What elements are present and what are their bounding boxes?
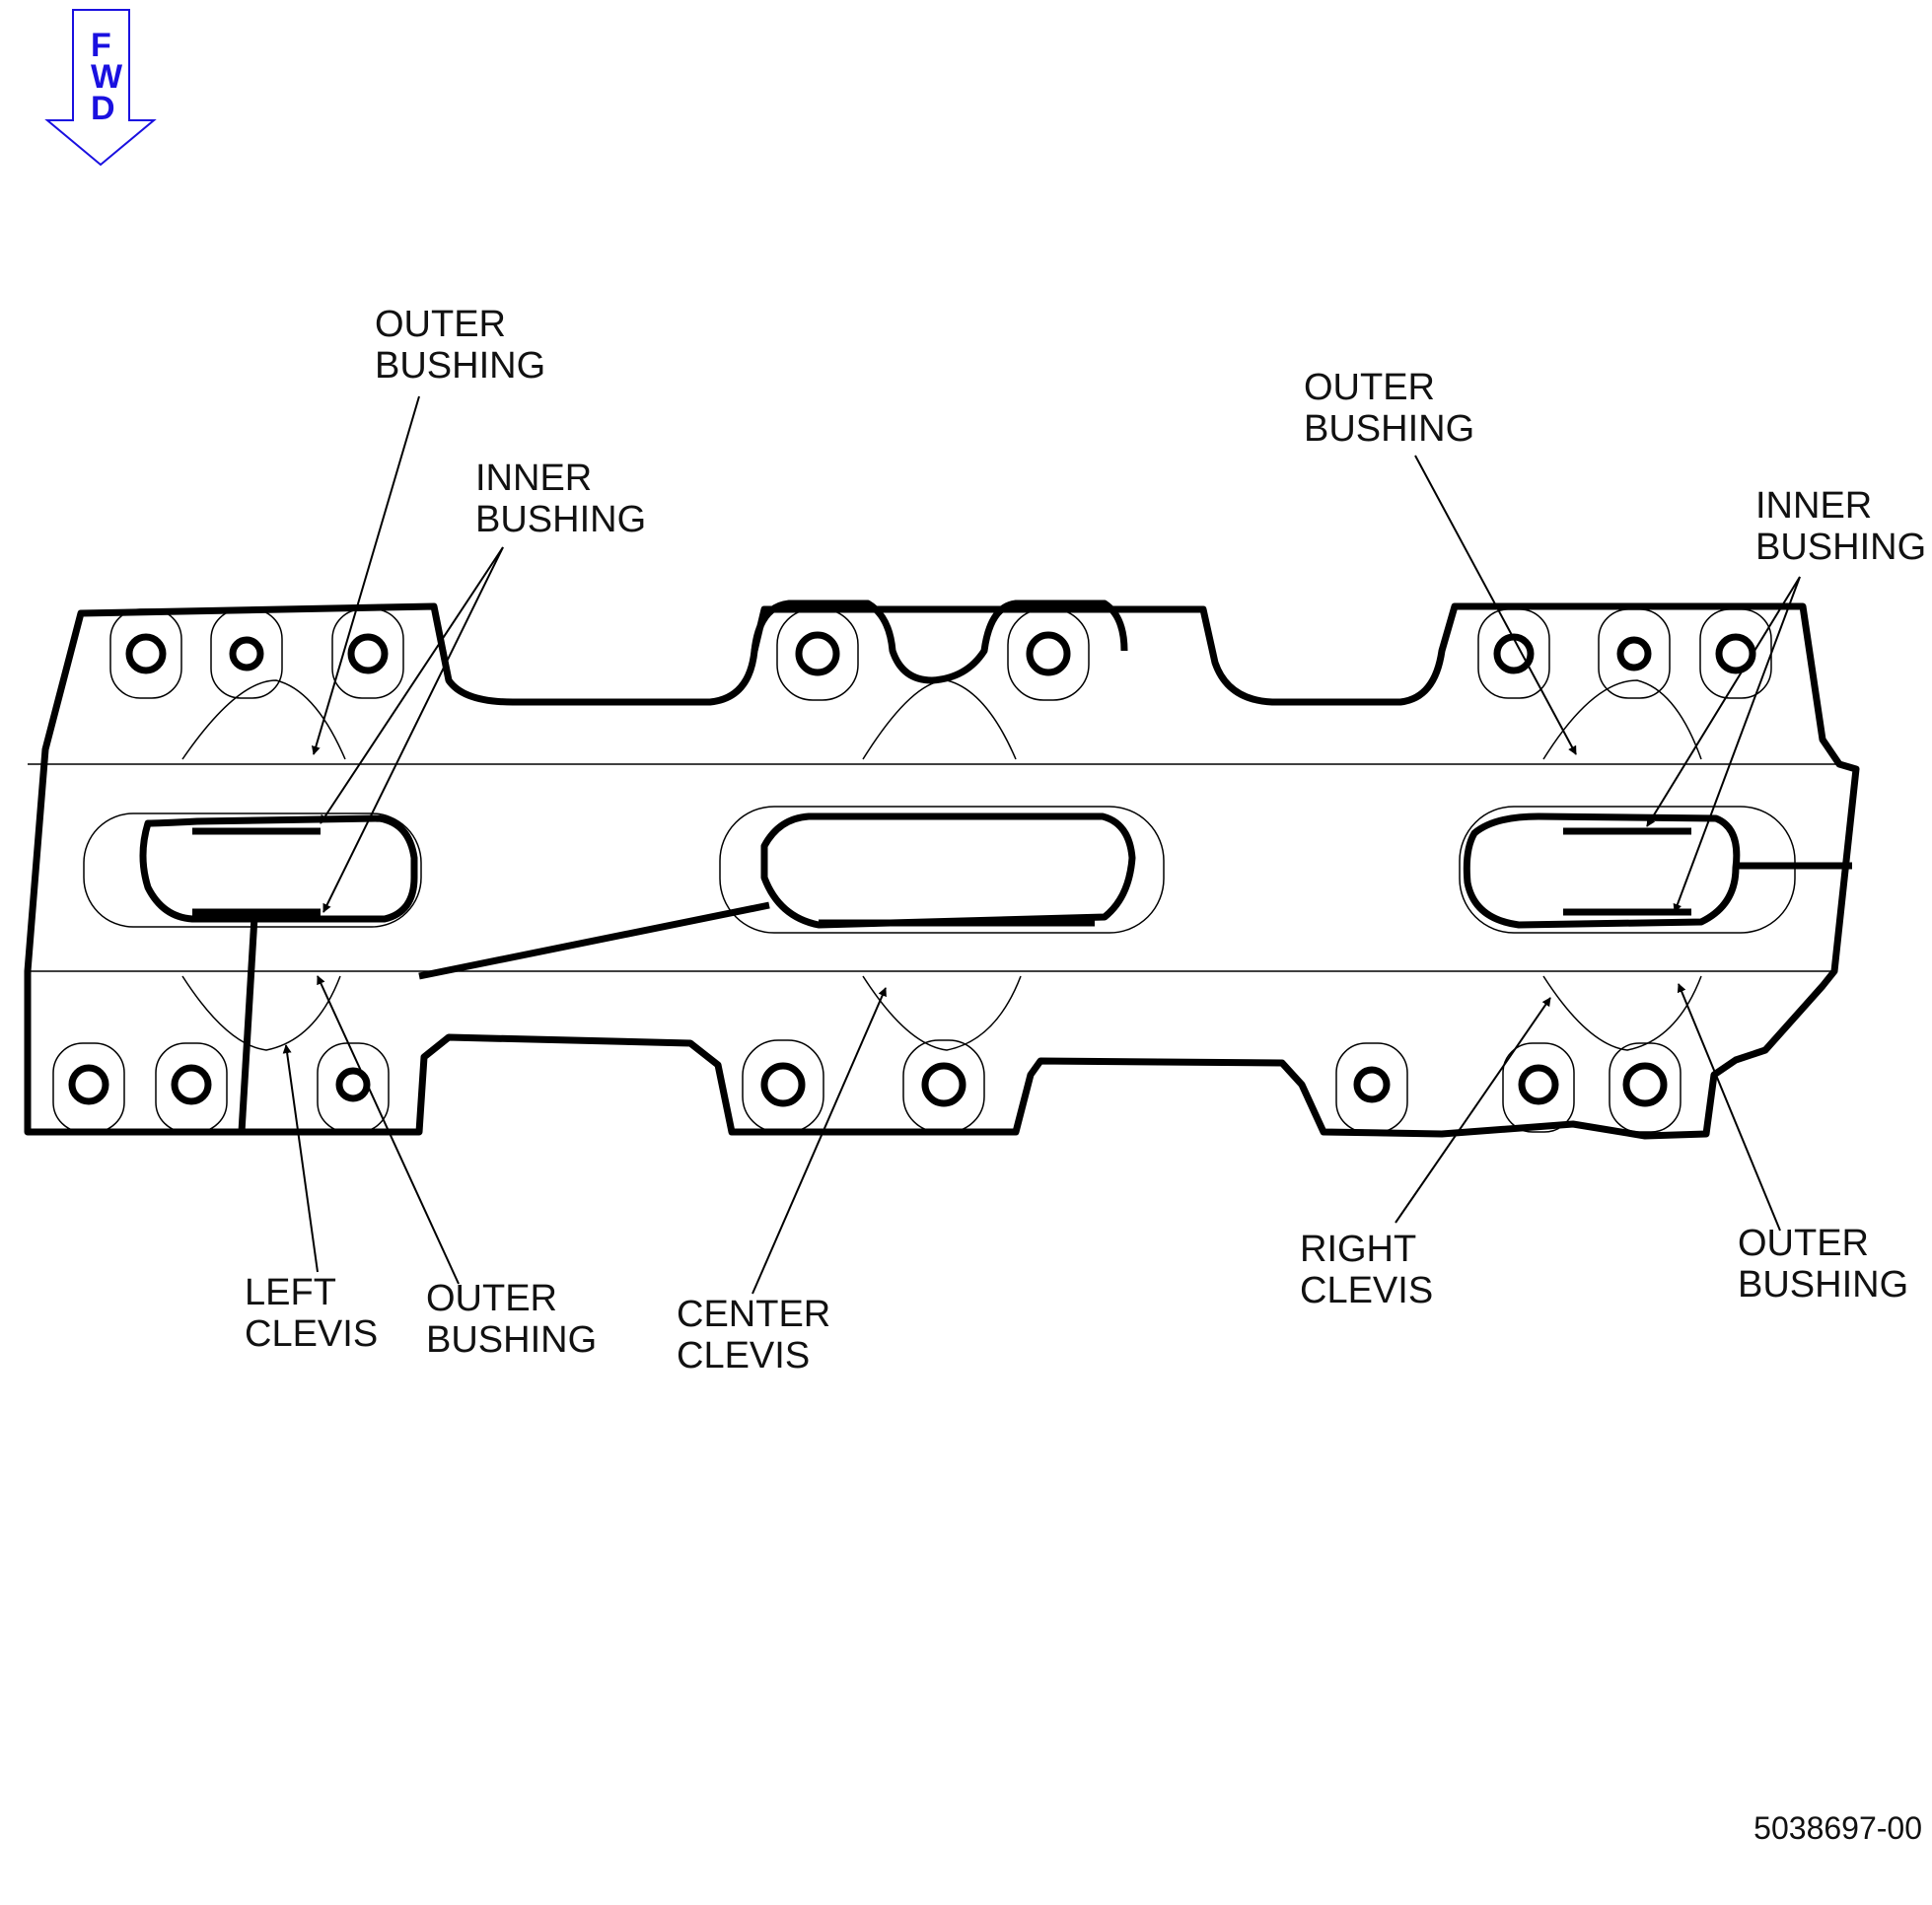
callout-line: OUTER: [1304, 367, 1435, 408]
bolt-hole: [1493, 633, 1535, 674]
leader-center-clevis: [751, 987, 887, 1295]
center-slot: [760, 812, 1136, 929]
callout-line: INNER: [475, 458, 593, 499]
fwd-arrow-icon: [44, 9, 157, 167]
callout-outer-bushing-bottom-left: OUTER BUSHING: [426, 1278, 597, 1361]
callout-line: LEFT: [245, 1272, 336, 1313]
bolt-hole: [760, 1062, 806, 1107]
callout-line: BUSHING: [1304, 408, 1475, 450]
document-number: 5038697-00: [1753, 1810, 1922, 1846]
bolt-hole: [795, 631, 840, 676]
callout-right-clevis: RIGHT CLEVIS: [1300, 1229, 1433, 1311]
callout-line: CLEVIS: [1300, 1270, 1434, 1311]
callout-line: BUSHING: [426, 1319, 598, 1361]
leader-left-clevis: [282, 1044, 319, 1273]
leader-outer-bushing-bottom-left: [317, 975, 460, 1285]
leader-outer-bushing-top-left: [311, 395, 420, 755]
leader-outer-bushing-bottom-right: [1677, 983, 1781, 1232]
bolt-hole: [1622, 1062, 1668, 1107]
callout-line: BUSHING: [1755, 527, 1927, 568]
bolt-hole: [1616, 636, 1652, 671]
callout-line: RIGHT: [1300, 1229, 1417, 1270]
callout-inner-bushing-right: INNER BUSHING: [1755, 485, 1926, 568]
callout-line: CLEVIS: [677, 1335, 811, 1376]
leader-inner-bushing-left-b: [322, 546, 504, 913]
callout-line: OUTER: [1738, 1223, 1869, 1264]
bolt-hole: [125, 633, 167, 674]
bolt-hole: [1353, 1066, 1391, 1103]
bolt-hole: [229, 636, 264, 671]
callout-line: INNER: [1755, 485, 1873, 527]
bolt-hole: [171, 1064, 212, 1105]
callout-inner-bushing-left: INNER BUSHING: [475, 458, 646, 540]
leader-inner-bushing-right-b: [1673, 576, 1801, 913]
callout-center-clevis: CENTER CLEVIS: [677, 1294, 830, 1376]
bolt-hole: [921, 1062, 966, 1107]
fwd-letter-f: F: [91, 27, 111, 64]
callout-line: BUSHING: [1738, 1264, 1909, 1305]
bolt-hole: [68, 1064, 109, 1105]
fwd-letter-w: W: [91, 58, 123, 96]
bolt-hole: [347, 633, 389, 674]
callout-line: CLEVIS: [245, 1313, 379, 1355]
callout-outer-bushing-top-right: OUTER BUSHING: [1304, 367, 1474, 450]
bolt-hole: [1026, 631, 1071, 676]
callout-outer-bushing-top-left: OUTER BUSHING: [375, 304, 545, 387]
leader-inner-bushing-right-a: [1646, 576, 1801, 827]
right-slot: [1463, 812, 1741, 929]
callout-line: CENTER: [677, 1294, 831, 1335]
callout-line: BUSHING: [375, 345, 546, 387]
bolt-hole: [1518, 1064, 1559, 1105]
callout-line: BUSHING: [475, 499, 647, 540]
leader-right-clevis: [1395, 997, 1551, 1224]
bolt-holes: [52, 608, 1772, 1133]
callout-left-clevis: LEFT CLEVIS: [245, 1272, 378, 1355]
bolt-hole: [1715, 633, 1756, 674]
callout-line: OUTER: [375, 304, 506, 345]
leader-lines: [282, 395, 1801, 1295]
leader-inner-bushing-left-a: [320, 546, 504, 824]
fitting-outline: [24, 600, 1860, 1140]
fitting-details: [28, 679, 1844, 1051]
leader-outer-bushing-top-right: [1414, 455, 1577, 755]
callout-outer-bushing-bottom-right: OUTER BUSHING: [1738, 1223, 1908, 1305]
callout-line: OUTER: [426, 1278, 557, 1319]
left-slot: [139, 814, 418, 923]
fwd-letter-d: D: [91, 90, 115, 127]
